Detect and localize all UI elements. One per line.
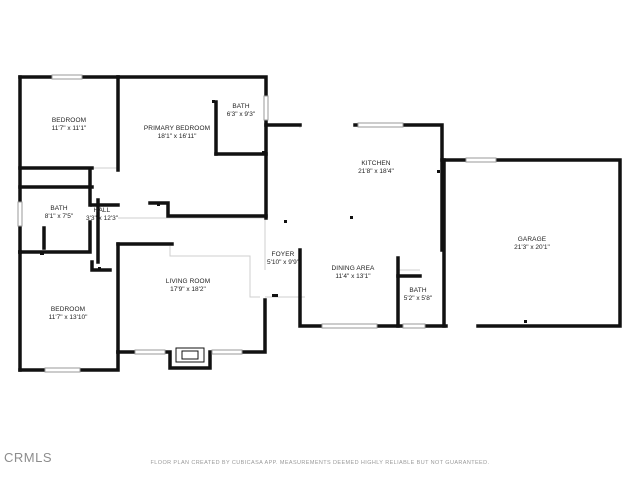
room-dimensions: 5'2" x 5'8" [403,295,433,302]
room-name: BATH [409,287,427,294]
room-dimensions: 17'9" x 18'2" [170,286,206,293]
room-name: GARAGE [517,236,547,243]
room-dimensions: 11'7" x 13'10" [48,314,88,321]
door-marks [40,100,527,323]
room-dimensions: 11'4" x 13'1" [335,273,371,280]
room-label-bath-small: BATH 5'2" x 5'8" [404,287,432,303]
windows [17,74,497,373]
room-label-foyer: FOYER 5'10" x 9'9" [267,251,299,267]
room-label-bath-primary: BATH 6'3" x 9'3" [227,103,255,119]
room-dimensions: 5'10" x 9'9" [266,259,300,266]
room-name: LIVING ROOM [165,278,211,285]
room-name: PRIMARY BEDROOM [143,125,211,132]
room-label-garage: GARAGE 21'3" x 20'1" [514,236,550,252]
room-label-bedroom-2: BEDROOM 11'7" x 13'10" [49,306,88,322]
room-name: BATH [232,103,250,110]
room-dimensions: 21'8" x 18'4" [358,168,394,175]
watermark: CRMLS [4,450,53,465]
room-name: BATH [50,205,68,212]
room-label-bedroom-1: BEDROOM 11'7" x 11'1" [52,117,87,133]
room-label-dining-area: DINING AREA 11'4" x 13'1" [332,265,375,281]
room-label-living-room: LIVING ROOM 17'9" x 18'2" [166,278,210,294]
room-dimensions: 21'3" x 20'1" [514,244,550,251]
room-name: HALL [93,207,111,214]
room-dimensions: 8'1" x 7'5" [44,213,74,220]
room-dimensions: 11'7" x 11'1" [51,125,87,132]
room-name: DINING AREA [331,265,375,272]
room-dimensions: 3'3" x 12'3" [85,215,119,222]
walls [18,75,622,372]
room-name: KITCHEN [361,160,391,167]
room-name: FOYER [271,251,295,258]
room-label-hall: HALL 3'3" x 12'3" [86,207,118,223]
room-dimensions: 6'3" x 9'3" [226,111,256,118]
room-dimensions: 18'1" x 16'11" [157,133,197,140]
footer-disclaimer: FLOOR PLAN CREATED BY CUBICASA APP. MEAS… [150,460,490,466]
room-name: BEDROOM [50,306,86,313]
fireplace [175,347,205,363]
room-label-primary-bedroom: PRIMARY BEDROOM 18'1" x 16'11" [144,125,210,141]
room-label-kitchen: KITCHEN 21'8" x 18'4" [358,160,394,176]
room-name: BEDROOM [51,117,87,124]
room-label-bath-hall: BATH 8'1" x 7'5" [45,205,73,221]
